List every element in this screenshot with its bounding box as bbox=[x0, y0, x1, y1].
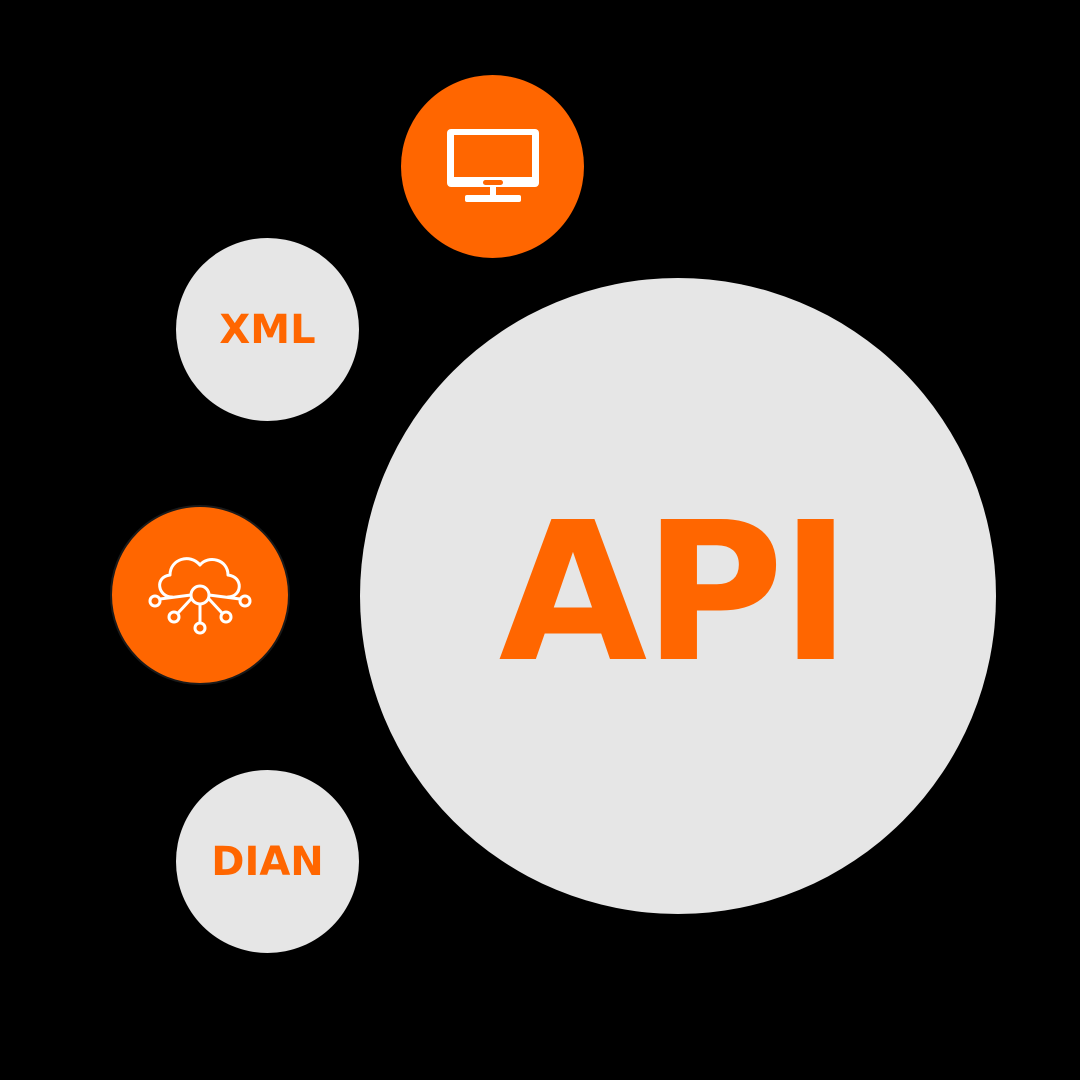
dian-node: DIAN bbox=[176, 770, 359, 953]
cloud-node bbox=[110, 505, 290, 685]
monitor-node bbox=[401, 75, 584, 258]
monitor-icon bbox=[446, 128, 539, 202]
cloud-network-icon bbox=[148, 557, 252, 635]
xml-node: XML bbox=[176, 238, 359, 421]
xml-label: XML bbox=[219, 306, 316, 353]
api-label: API bbox=[498, 482, 852, 705]
dian-label: DIAN bbox=[211, 838, 324, 885]
api-hub: API bbox=[360, 278, 996, 914]
